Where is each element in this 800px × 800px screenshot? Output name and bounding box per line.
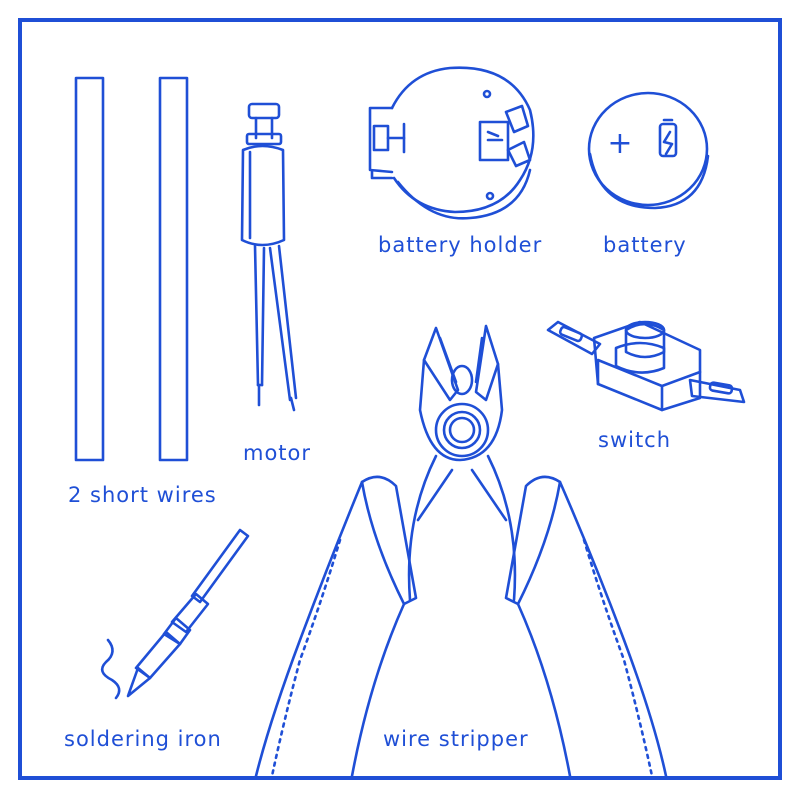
battery-holder-illustration xyxy=(370,68,533,219)
short-wire-2 xyxy=(160,78,187,460)
switch-illustration xyxy=(548,322,744,410)
battery-plus-sign: + xyxy=(607,126,632,161)
short-wires-illustration xyxy=(76,78,187,460)
motor-label: motor xyxy=(243,443,311,464)
soldering-iron-label: soldering iron xyxy=(64,729,222,750)
battery-illustration: + xyxy=(589,93,708,208)
battery-holder-label: battery holder xyxy=(378,235,542,256)
short-wire-1 xyxy=(76,78,103,460)
battery-label: battery xyxy=(603,235,687,256)
short-wires-label: 2 short wires xyxy=(68,485,217,506)
wire-stripper-illustration xyxy=(256,326,666,776)
motor-illustration xyxy=(242,104,296,410)
wire-stripper-label: wire stripper xyxy=(383,729,529,750)
outer-border xyxy=(20,20,780,778)
soldering-iron-illustration xyxy=(102,530,248,698)
switch-label: switch xyxy=(598,430,671,451)
